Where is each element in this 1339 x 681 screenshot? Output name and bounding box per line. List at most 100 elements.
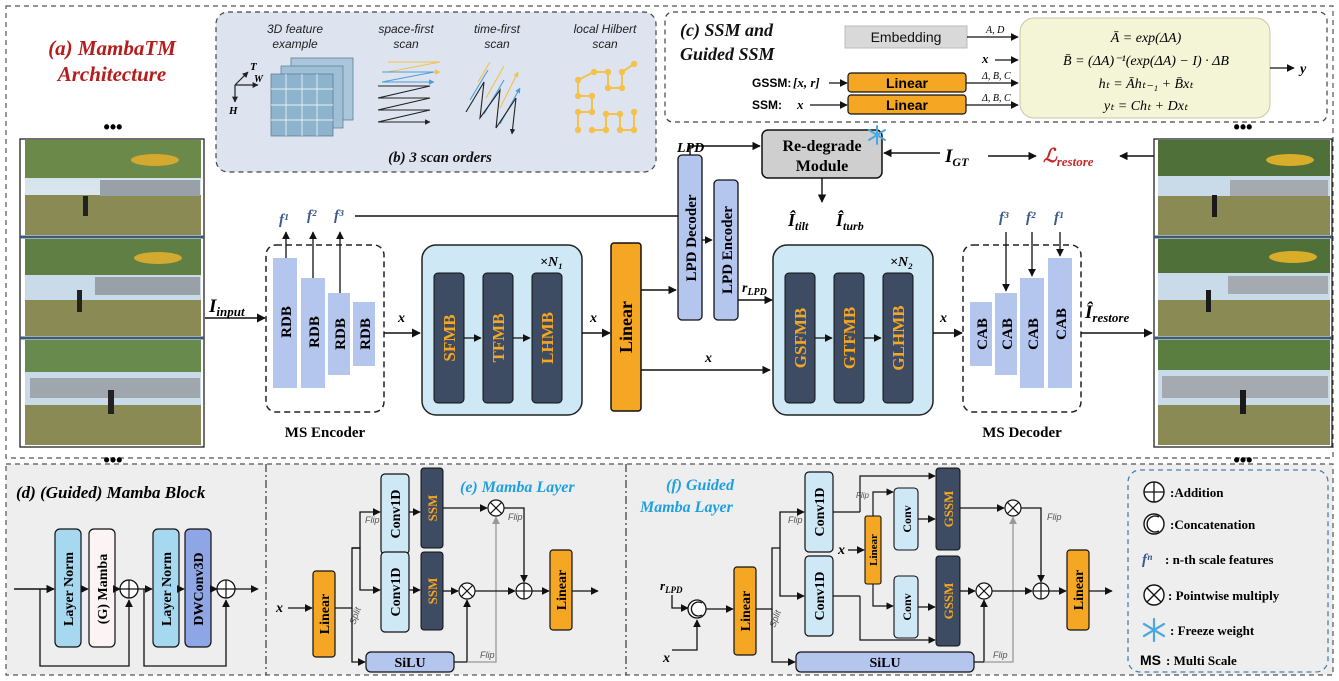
f-conv1d-bottom-label: Conv1D <box>813 571 828 620</box>
f-multiply-icon-bottom <box>975 582 993 600</box>
n1-label: ×N₁ <box>540 255 563 270</box>
legend-freeze: : Freeze weight <box>1170 623 1255 638</box>
enc-f3: f³ <box>334 208 344 224</box>
d-mamba-label: (G) Mamba <box>96 554 111 624</box>
scan-item-2-line2: scan <box>393 37 419 51</box>
panel-c-ssm: (c) SSM and Guided SSM Embedding A, D x … <box>664 11 1328 123</box>
panel-c-title-line2: Guided SSM <box>680 44 776 64</box>
rdb-3 <box>328 293 350 375</box>
legend-pointwise: : Pointwise multiply <box>1168 588 1280 603</box>
guided-mamba-blocks-group: ×N₂ GSFMB GTFMB GLHMB <box>772 244 934 416</box>
legend-concat-icon <box>1143 513 1165 535</box>
legend-ms-symbol: MS <box>1140 652 1161 668</box>
legend-add-icon <box>1143 481 1165 503</box>
panel-a-title-line1: (a) MambaTM <box>48 36 177 60</box>
input-frame-3 <box>25 340 201 445</box>
tfmb-label: TFMB <box>489 313 508 362</box>
input-dots-top: ••• <box>104 117 123 137</box>
cab-4-label: CAB <box>1054 308 1070 340</box>
panel-f-title-line1: (f) Guided <box>666 477 735 494</box>
output-frame-1 <box>1158 140 1330 235</box>
e-conv1d-bottom-label: Conv1D <box>389 567 404 616</box>
i-restore-label: Îrestore <box>1084 301 1129 325</box>
panel-d-title: (d) (Guided) Mamba Block <box>16 483 206 502</box>
loss-label: ℒrestore <box>1043 146 1094 169</box>
panel-d-mamba-block: (d) (Guided) Mamba Block Layer Norm (G) … <box>14 483 259 667</box>
cab-1 <box>970 302 992 366</box>
output-dots-bottom: ••• <box>1234 450 1253 470</box>
params-ad: A, D <box>985 25 1005 36</box>
gssm-params: Δ, B, C <box>981 71 1011 82</box>
legend-snowflake-icon <box>1142 617 1166 643</box>
e-add-icon <box>515 582 533 600</box>
rdb-1-label: RDB <box>279 306 295 338</box>
scan-item-4-line2: scan <box>592 37 618 51</box>
feature-cube-icon <box>270 57 354 137</box>
dec-f2: f² <box>1026 210 1036 226</box>
ssm-params: Δ, B, C <box>981 93 1011 104</box>
encoder-label: MS Encoder <box>285 425 366 441</box>
f-gssm-top <box>935 467 961 551</box>
f-x-input: x <box>662 651 670 666</box>
ms-decoder: CAB CAB CAB CAB MS Decoder f³ f² f¹ <box>962 210 1082 441</box>
legend-addition: :Addition <box>1170 485 1224 500</box>
e-multiply-icon-top <box>487 499 505 517</box>
x-label-4: x <box>939 311 947 326</box>
f-conv-top-label: Conv <box>900 505 914 532</box>
f-gssm-top-label: GSSM <box>941 491 956 528</box>
e-conv1d-bottom <box>380 551 410 633</box>
f-add-icon <box>1032 582 1050 600</box>
f-multiply-icon-top <box>1004 499 1022 517</box>
glhmb-block <box>882 272 914 404</box>
panel-b-scan-orders: 3D feature example space-first scan time… <box>215 11 657 173</box>
eq-1: Ā = exp(ΔA) <box>1110 30 1182 46</box>
e-flip-label-3: Flip <box>508 512 523 522</box>
panel-e-title: (e) Mamba Layer <box>460 479 575 496</box>
scan-item-1-line2: example <box>272 37 318 51</box>
eq-3: hₜ = Āhₜ₋₁ + B̄xₜ <box>1099 76 1195 92</box>
scan-item-3-line1: time-first <box>474 22 521 36</box>
x-label-1: x <box>397 311 405 326</box>
r-lpd-label: rLPD <box>742 281 767 298</box>
panel-c-title-line1: (c) SSM and <box>680 20 774 41</box>
rdb-4 <box>353 302 375 366</box>
panel-e-mamba-layer: (e) Mamba Layer x Linear Split Flip Conv… <box>275 467 599 673</box>
ssm-input: x <box>796 97 804 112</box>
legend-fn-text: : n-th scale features <box>1165 552 1273 567</box>
f-flip-label-4: Flip <box>1047 512 1062 522</box>
e-linear-out <box>549 549 573 631</box>
lhmb-block <box>531 272 563 404</box>
output-dots-top: ••• <box>1234 117 1253 137</box>
i-input-label: Iinput <box>208 296 245 319</box>
axis-h-label: H <box>228 105 238 117</box>
e-conv1d-top-label: Conv1D <box>389 489 404 538</box>
input-frame-2 <box>25 239 201 336</box>
e-ssm-top-label: SSM <box>425 495 440 522</box>
cab-3 <box>1020 278 1044 388</box>
axis-t-label: T <box>250 61 258 73</box>
input-frame-1 <box>25 140 201 235</box>
rdb-1 <box>273 258 297 388</box>
legend-fn-symbol: fⁿ <box>1142 552 1153 568</box>
x-label-2: x <box>589 311 597 326</box>
panel-b-title: (b) 3 scan orders <box>388 150 492 166</box>
main-linear-label: Linear <box>616 301 636 353</box>
cab-2 <box>995 293 1017 375</box>
panel-a-title-line2: Architecture <box>56 62 167 86</box>
output-frames: ••• ••• <box>1153 117 1333 470</box>
d-layernorm-1-label: Layer Norm <box>62 552 77 626</box>
f-linear-out-label: Linear <box>1072 570 1087 610</box>
ssm-x-label: x <box>981 51 989 66</box>
eq-4: yₜ = Chₜ + Dxₜ <box>1102 99 1189 114</box>
dec-f1: f¹ <box>1054 210 1064 226</box>
n2-label: ×N₂ <box>890 255 913 270</box>
bottom-frame <box>5 463 1334 676</box>
enc-f2: f² <box>307 208 317 224</box>
f-conv1d-top-label: Conv1D <box>813 487 828 536</box>
f-conv-bottom-label: Conv <box>900 593 914 620</box>
gssm-label: GSSM: <box>752 76 791 90</box>
panel-f-guided-mamba-layer: (f) Guided Mamba Layer rLPD x Linear Spl… <box>639 467 1113 673</box>
rdb-3-label: RDB <box>333 318 349 350</box>
f-concat-icon <box>687 599 707 619</box>
space-first-scan-icon <box>377 61 441 125</box>
